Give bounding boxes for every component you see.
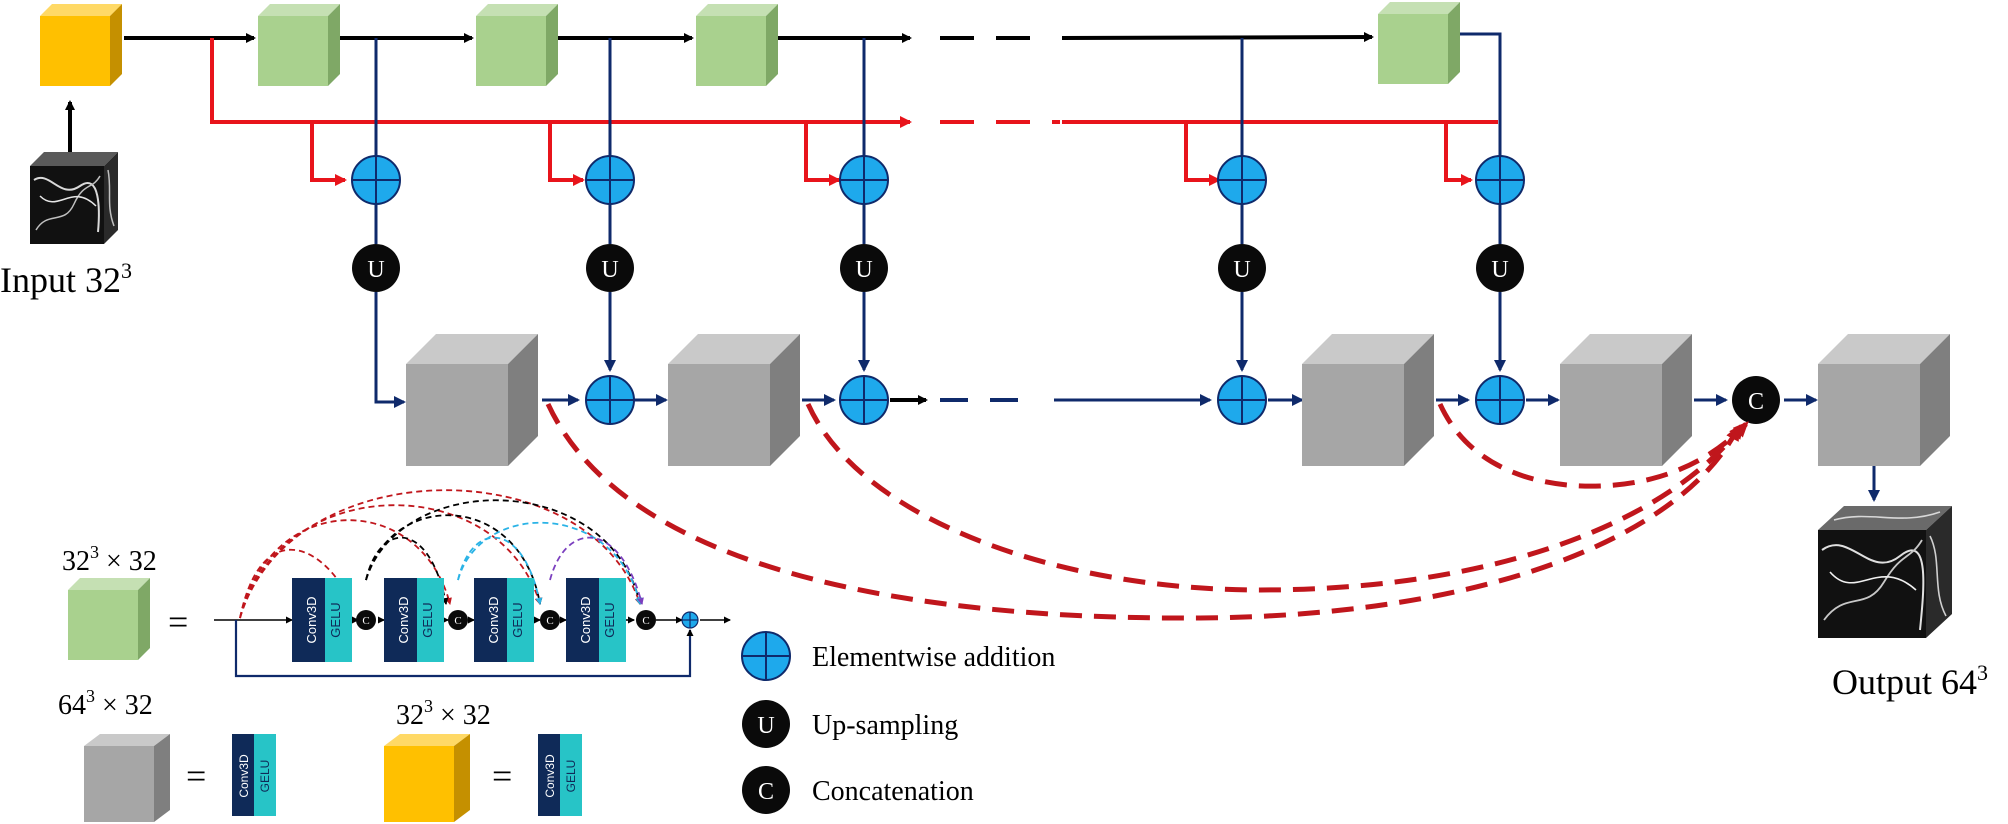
svg-text:Conv3D: Conv3D (237, 754, 251, 798)
svg-text:C: C (454, 615, 461, 627)
svg-text:323 × 32: 323 × 32 (62, 542, 157, 577)
input-conv-cube (40, 4, 122, 86)
symbol-legend: Elementwise addition U Up-sampling C Con… (741, 631, 1055, 814)
upsample-conv-cube-2 (668, 334, 800, 466)
rdb-detail: 323 × 32 = Conv3D GELU (62, 489, 731, 678)
add-node-small (681, 611, 699, 629)
svg-text:Conv3D: Conv3D (486, 597, 501, 644)
conv-gelu-block-yellow: Conv3D GELU (538, 734, 582, 816)
svg-text:Conv3D: Conv3D (543, 754, 557, 798)
upsample-node: U (352, 244, 400, 292)
add-node (1217, 375, 1267, 425)
upsample-node: U (586, 244, 634, 292)
conv-gelu-block-3: Conv3D GELU (474, 578, 534, 662)
rdb-cube-n (1378, 2, 1460, 84)
concat-node: C (1732, 376, 1780, 424)
svg-text:U: U (855, 257, 872, 283)
conv-gelu-block-1: Conv3D GELU (292, 578, 352, 662)
add-node (839, 155, 889, 205)
concat-node-small: C (540, 610, 560, 630)
concat-node-small: C (448, 610, 468, 630)
svg-text:Output 643: Output 643 (1832, 660, 1988, 702)
conv-gelu-block-2: Conv3D GELU (384, 578, 444, 662)
upsample-node: U (1218, 244, 1266, 292)
output-volume-image (1818, 506, 1952, 638)
svg-text:C: C (546, 615, 553, 627)
input-volume-image (30, 152, 118, 244)
svg-text:=: = (186, 756, 206, 796)
svg-text:GELU: GELU (602, 602, 617, 637)
add-node (585, 155, 635, 205)
svg-text:C: C (1748, 389, 1764, 415)
svg-text:GELU: GELU (564, 760, 578, 793)
svg-text:Concatenation: Concatenation (812, 776, 974, 807)
svg-text:Up-sampling: Up-sampling (812, 710, 958, 741)
svg-text:C: C (758, 779, 774, 805)
svg-text:643 × 32: 643 × 32 (58, 686, 153, 721)
rdb-cube-1 (258, 4, 340, 86)
concat-icon (742, 766, 790, 814)
legend-upsample: U Up-sampling (742, 700, 958, 748)
svg-text:GELU: GELU (420, 602, 435, 637)
legend-add: Elementwise addition (741, 631, 1055, 681)
rdb-cube-2 (476, 4, 558, 86)
output-label: Output 643 (1832, 660, 1988, 702)
svg-text:Elementwise addition: Elementwise addition (812, 642, 1055, 673)
upsample-icon (742, 700, 790, 748)
concat-node-small: C (636, 610, 656, 630)
add-icon (741, 631, 791, 681)
svg-text:=: = (168, 602, 188, 642)
add-node (839, 375, 889, 425)
svg-text:GELU: GELU (510, 602, 525, 637)
dense-skip-connections (545, 402, 1749, 621)
add-node (351, 155, 401, 205)
upsample-conv-cube-4 (1560, 334, 1692, 466)
svg-text:U: U (367, 257, 384, 283)
svg-text:C: C (642, 615, 649, 627)
conv-gelu-block-gray: Conv3D GELU (232, 734, 276, 816)
svg-text:323 × 32: 323 × 32 (396, 696, 491, 731)
svg-text:Conv3D: Conv3D (396, 597, 411, 644)
final-conv-cube (1818, 334, 1950, 466)
svg-text:GELU: GELU (328, 602, 343, 637)
svg-text:=: = (492, 756, 512, 796)
bottom-row: C (406, 334, 1950, 502)
upsample-conv-cube-1 (406, 334, 538, 466)
svg-text:Conv3D: Conv3D (578, 597, 593, 644)
svg-text:U: U (1491, 257, 1508, 283)
add-node (1217, 155, 1267, 205)
upsample-node: U (1476, 244, 1524, 292)
rdb-cube-3 (696, 4, 778, 86)
upsample-conv-cube-3 (1302, 334, 1434, 466)
svg-text:U: U (757, 713, 774, 739)
gray-cube-legend: 643 × 32 = Conv3D GELU (58, 686, 276, 822)
add-node (1475, 375, 1525, 425)
add-node (585, 375, 635, 425)
rdb-legend-cube (68, 578, 150, 660)
input-label: Input 323 (0, 258, 132, 300)
svg-text:U: U (1233, 257, 1250, 283)
yellow-cube-legend: 323 × 32 = Conv3D GELU (384, 696, 582, 822)
concat-node-small: C (356, 610, 376, 630)
add-node (1475, 155, 1525, 205)
legend-concat: C Concatenation (742, 766, 974, 814)
top-row: U U U U U (40, 2, 1525, 408)
svg-text:GELU: GELU (258, 760, 272, 793)
svg-text:Input 323: Input 323 (0, 258, 132, 300)
svg-text:C: C (362, 615, 369, 627)
conv-gelu-block-4: Conv3D GELU (566, 578, 626, 662)
svg-text:Conv3D: Conv3D (304, 597, 319, 644)
svg-text:U: U (601, 257, 618, 283)
upsample-node: U (840, 244, 888, 292)
